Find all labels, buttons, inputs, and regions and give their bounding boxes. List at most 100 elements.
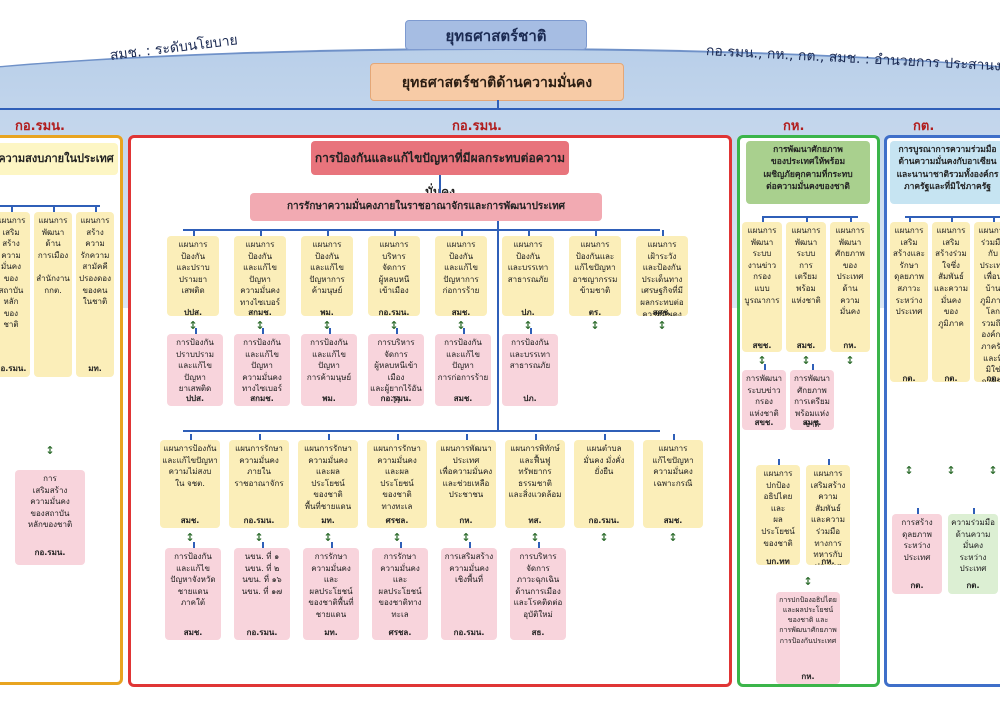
center-row1-action-stub-6 xyxy=(530,328,532,334)
center-row2-plan-org-5: กห. xyxy=(459,516,473,525)
defense-action2-text: การปกป้องอธิปไตย และผลประโยชน์ ของชาติ แ… xyxy=(776,592,840,684)
center-row2-action-stub-5 xyxy=(469,542,471,548)
center-row2-action-stub-1 xyxy=(193,542,195,548)
center-row1-plan-org-7: ตร. xyxy=(588,308,602,317)
center-row2-action-stub-3 xyxy=(331,542,333,548)
center-row2-plan-connector-3: ↕ xyxy=(323,531,333,544)
defense-plan-connector-2: ↕ xyxy=(801,354,811,367)
center-row2-action-org-2: กอ.รมน. xyxy=(246,628,278,637)
center-row1-plan-org-5: สมช. xyxy=(451,308,471,317)
center-row2-plan-connector-2: ↕ xyxy=(254,531,264,544)
center-row1-plan-connector-2: ↕ xyxy=(255,319,265,332)
defense-action2-org: กห. xyxy=(801,672,815,681)
center-row1-plan-org-8: สศช. xyxy=(652,308,672,317)
top-branch-line xyxy=(0,108,1000,110)
defense-plan-stub-3 xyxy=(850,216,852,222)
center-row1-plan-connector-4: ↕ xyxy=(389,319,399,332)
defense-action-org-2: สมช. xyxy=(802,418,822,427)
center-row1-action-org-5: สมช. xyxy=(453,394,473,403)
center-row2-plan-stub-4 xyxy=(397,434,399,440)
owner-foreign: กต. xyxy=(913,119,935,134)
center-row1-action-1: การป้องกัน ปราบปราม และแก้ไขปัญหา ยาเสพต… xyxy=(167,334,223,406)
center-row2-action-6: การบริหารจัดการ ภาวะฉุกเฉิน ด้านการเมือง… xyxy=(510,548,566,640)
center-row1-action-org-1: ปปส. xyxy=(185,394,205,403)
center-row2-action-5: การเสริมสร้าง ความมั่นคง เชิงพื้นที่ xyxy=(441,548,497,640)
center-row2-plan-7: แผนตำบล มั่นคง มั่งคั่ง ยั่งยืน xyxy=(574,440,634,528)
center-row1-plan-connector-7: ↕ xyxy=(590,319,600,332)
center-row1-plan-3: แผนการ ป้องกัน และแก้ไข ปัญหาการ ค้ามนุษ… xyxy=(301,236,353,316)
center-row2-action-stub-4 xyxy=(400,542,402,548)
top-branch-stem xyxy=(497,100,499,110)
foreign-plan-connector-2: ↕ xyxy=(946,464,956,477)
center-row2-plan-3: แผนการรักษา ความมั่นคง และผลประโยชน์ ของ… xyxy=(298,440,358,528)
center-row2-plan-org-1: สมช. xyxy=(180,516,200,525)
foreign-plan-org-3: กต. xyxy=(986,374,1000,383)
center-row1-action-stub-5 xyxy=(463,328,465,334)
foreign-plan-stub-3 xyxy=(993,216,995,222)
center-row1-bus xyxy=(183,229,660,231)
left-plan-1: แผนการ เสริม สร้าง ความ มั่นคง ของ สถาบั… xyxy=(0,212,30,377)
foreign-action-stub-2 xyxy=(973,508,975,514)
center-row1-plan-connector-6: ↕ xyxy=(523,319,533,332)
defense-action-2: การพัฒนาศักยภาพ การเตรียม พร้อมแห่งชาติ … xyxy=(790,370,834,430)
center-stem-2 xyxy=(497,221,499,431)
left-plan-2: แผนการ พัฒนา ด้าน การเมือง สำนักงาน กกต. xyxy=(34,212,72,377)
center-row2-action-org-5: กอ.รมน. xyxy=(453,628,485,637)
international-cooperation-title: การบูรณาการความร่วมมือ ด้านความมั่นคงกับ… xyxy=(890,141,1000,204)
defense-plan2-stub-2 xyxy=(828,459,830,465)
center-row1-plan-2: แผนการ ป้องกัน และแก้ไข ปัญหา ความมั่นคง… xyxy=(234,236,286,316)
foreign-plan-2: แผนการ เสริม สร้างร่วม ใจซึ่ง สัมพันธ์ แ… xyxy=(932,222,970,382)
center-row1-action-5: การป้องกัน และแก้ไข ปัญหา การก่อการร้าย xyxy=(435,334,491,406)
defense-plan-org-1: สขช. xyxy=(752,341,772,350)
center-row2-plan-connector-1: ↕ xyxy=(185,531,195,544)
center-row1-plan-stub-2 xyxy=(260,230,262,236)
left-plan-3: แผนการ สร้างความ รักความ สามัคคี ปรองดอง… xyxy=(76,212,114,377)
center-row1-plan-connector-1: ↕ xyxy=(188,319,198,332)
national-capability-title: การพัฒนาศักยภาพ ของประเทศให้พร้อม เผชิญภ… xyxy=(746,141,870,204)
center-row1-plan-1: แผนการ ป้องกัน และปราบ ปรามยา เสพติด xyxy=(167,236,219,316)
defense-action-stub-1 xyxy=(764,364,766,370)
center-row2-plan-connector-4: ↕ xyxy=(392,531,402,544)
center-row2-plan-stub-2 xyxy=(259,434,261,440)
center-row2-action-1: การป้องกัน และแก้ไข ปัญหาจังหวัด ชายแดน … xyxy=(165,548,221,640)
center-row2-plan-stub-8 xyxy=(673,434,675,440)
foreign-action-1: การสร้าง ดุลยภาพ ระหว่าง ประเทศ xyxy=(892,514,942,594)
owner-left: กอ.รมน. xyxy=(15,119,65,134)
center-row1-action-org-2: สกมช. xyxy=(250,394,274,403)
center-row1-action-org-4: กอ.รมน. xyxy=(380,394,412,403)
defense-action-1: การพัฒนา ระบบข่าว กรอง แห่งชาติ xyxy=(742,370,786,430)
center-row2-action-org-3: มท. xyxy=(324,628,338,637)
left-action-org: กอ.รมน. xyxy=(34,548,66,557)
defense-plan-1: แผนการ พัฒนา ระบบ งานข่าว กรอง แบบ บูรณา… xyxy=(742,222,782,352)
center-row2-plan-5: แผนการพัฒนา ประเทศ เพื่อความมั่นคง และช่… xyxy=(436,440,496,528)
center-row2-action-2: นขน. ที่ ๑ นขน. ที่ ๒ นขน. ที่ ๑๖ นขน. ท… xyxy=(234,548,290,640)
center-row2-plan-6: แผนการพิทักษ์ และฟื้นฟู ทรัพยากร ธรรมชาต… xyxy=(505,440,565,528)
center-row1-action-stub-4 xyxy=(396,328,398,334)
foreign-action-org-2: กต. xyxy=(966,581,980,590)
center-row1-action-4: การบริหารจัดการ ผู้หลบหนีเข้าเมือง และผู… xyxy=(368,334,424,406)
center-row1-action-3: การป้องกัน และแก้ไขปัญหา การค้ามนุษย์ xyxy=(301,334,357,406)
defense-plan2-stub-1 xyxy=(778,459,780,465)
foreign-action-org-1: กต. xyxy=(910,581,924,590)
center-row2-plan-org-8: สมช. xyxy=(663,516,683,525)
center-row2-plan-connector-7: ↕ xyxy=(599,531,609,544)
defense-plan2-2: แผนการเสริมสร้าง ความสัมพันธ์ และความร่ว… xyxy=(806,465,850,565)
defense-plan-connector-1: ↕ xyxy=(757,354,767,367)
left-action-connector: ↕ xyxy=(45,444,55,457)
foreign-plan-connector-3: ↕ xyxy=(988,464,998,477)
center-row1-action-stub-3 xyxy=(329,328,331,334)
owner-center: กอ.รมน. xyxy=(452,119,502,134)
defense-plan-stub-2 xyxy=(806,216,808,222)
center-row2-plan-stub-1 xyxy=(190,434,192,440)
owner-defense: กห. xyxy=(783,119,805,134)
defense-plan-bus xyxy=(762,216,858,218)
center-row1-plan-org-3: พม. xyxy=(320,308,334,317)
center-row2-plan-1: แผนการป้องกัน และแก้ไขปัญหา ความไม่สงบ ใ… xyxy=(160,440,220,528)
center-row1-action-stub-1 xyxy=(195,328,197,334)
center-row1-plan-7: แผนการ ป้องกันและ แก้ไขปัญหา อาชญากรรม ข… xyxy=(569,236,621,316)
center-row2-action-org-1: สมช. xyxy=(183,628,203,637)
center-row1-plan-connector-8: ↕ xyxy=(657,319,667,332)
center-row2-plan-2: แผนการรักษา ความมั่นคง ภายใน ราชอาณาจักร xyxy=(229,440,289,528)
center-row1-plan-stub-7 xyxy=(595,230,597,236)
